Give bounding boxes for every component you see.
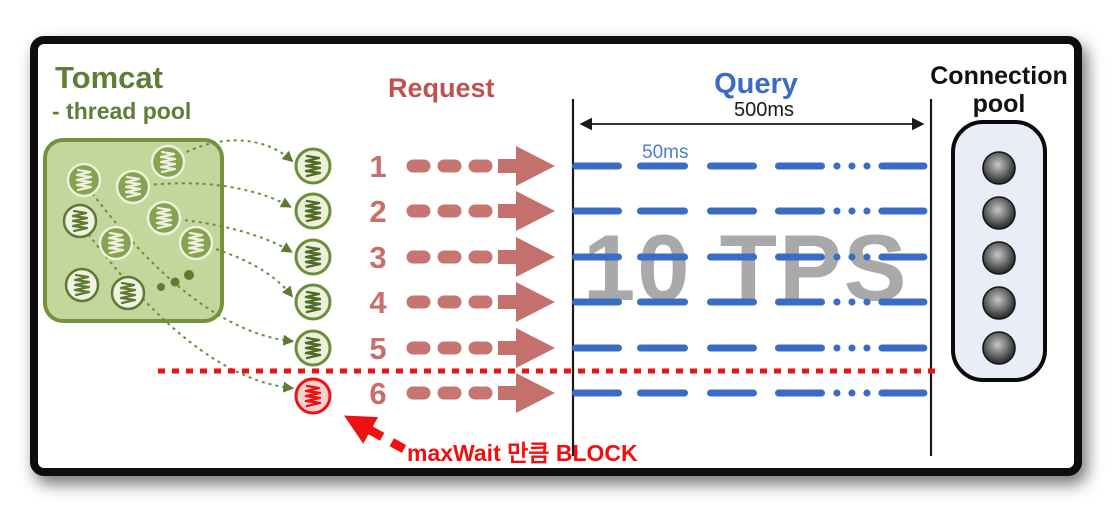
- request-row-number: 4: [369, 285, 387, 320]
- thread-icon: [150, 144, 186, 180]
- request-row-number: 2: [369, 194, 386, 229]
- request-arrow-head: [498, 146, 555, 186]
- thread-connector: [132, 182, 292, 208]
- request-arrow-head: [498, 282, 555, 322]
- tomcat-subtitle: - thread pool: [52, 98, 191, 124]
- query-label: Query: [714, 68, 798, 100]
- thread-icon: [98, 225, 134, 261]
- request-row-number: 6: [369, 376, 386, 411]
- connection-icon: [982, 286, 1016, 320]
- query-slice-lines: [572, 162, 932, 397]
- thread-icon: [62, 203, 98, 239]
- thread-icon: [64, 267, 100, 303]
- worker-threads: [294, 147, 332, 367]
- request-arrow-head: [498, 237, 555, 277]
- thread-icon: [146, 200, 182, 236]
- request-arrow-head: [498, 191, 555, 231]
- connection-pool-title-line1: Connection: [930, 62, 1068, 90]
- thread-icon: [66, 162, 102, 198]
- thread-icon: [115, 169, 151, 205]
- block-arrow: [343, 415, 407, 453]
- thread-connector: [79, 222, 295, 393]
- request-row-number: 1: [369, 149, 386, 184]
- worker-thread-icon: [294, 192, 332, 230]
- connections: [982, 151, 1016, 365]
- connection-icon: [982, 241, 1016, 275]
- worker-thread-icon: [294, 238, 332, 276]
- request-label: Request: [388, 73, 495, 103]
- worker-thread-icon: [294, 147, 332, 185]
- request-rows: 1 2 3 4 5 6: [369, 146, 555, 413]
- connection-icon: [982, 196, 1016, 230]
- request-arrow-head: [498, 328, 555, 368]
- slice-duration-label: 50ms: [642, 142, 688, 163]
- tomcat-title: Tomcat: [55, 60, 163, 95]
- worker-thread-icon: [294, 329, 332, 367]
- total-duration-label: 500ms: [734, 99, 794, 121]
- thread-icon: [110, 275, 146, 311]
- slide-frame: [30, 36, 1082, 476]
- thread-pool-threads: [62, 144, 214, 311]
- ellipsis-dots: [157, 270, 194, 291]
- connection-icon: [982, 151, 1016, 185]
- worker-thread-icon: [294, 283, 332, 321]
- thread-connector: [83, 181, 295, 346]
- request-arrow-head: [498, 373, 555, 413]
- blocked-thread-icon: [294, 377, 332, 415]
- connection-pool-title-line2: pool: [973, 90, 1026, 118]
- block-note: maxWait 만큼 BLOCK: [407, 440, 638, 466]
- thread-connector: [167, 139, 294, 163]
- connection-icon: [982, 331, 1016, 365]
- thread-icon: [178, 225, 214, 261]
- request-row-number: 5: [369, 331, 386, 366]
- request-row-number: 3: [369, 240, 386, 275]
